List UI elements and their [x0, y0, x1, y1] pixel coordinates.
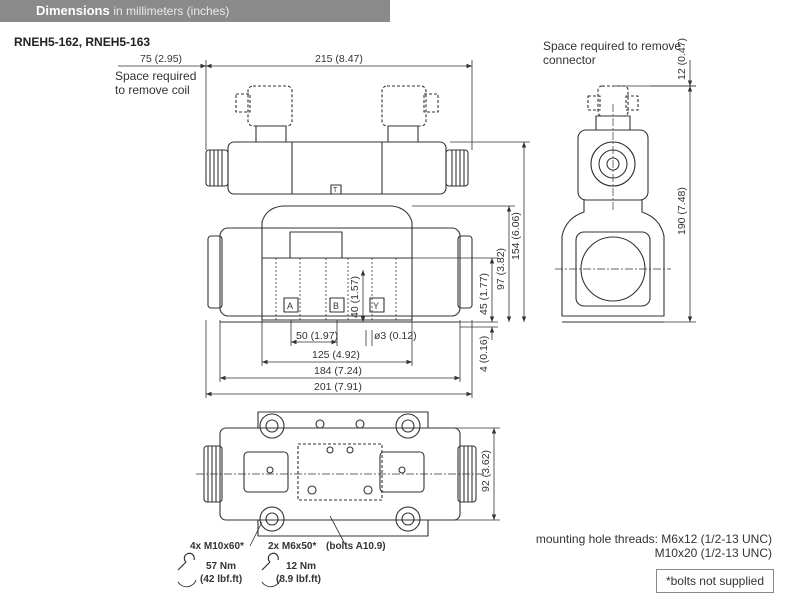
- torque1-lbf: (42 lbf.ft): [200, 574, 242, 585]
- dim-184: 184 (7.24): [314, 365, 362, 377]
- side-view: [555, 85, 671, 323]
- dim-92: 92 (3.62): [480, 450, 492, 492]
- model-title: RNEH5-162, RNEH5-163: [14, 35, 151, 49]
- torque2-nm: 12 Nm: [286, 561, 316, 572]
- torque-wrench-icon: [261, 552, 281, 588]
- dimension-lines: [118, 60, 696, 547]
- dim-190: 190 (7.48): [676, 187, 688, 235]
- dim-12: 12 (0.47): [676, 38, 688, 80]
- front-view: [205, 85, 473, 323]
- connector-note-line-2: connector: [543, 53, 596, 67]
- port-a-box: [283, 297, 299, 313]
- port-a-label: A: [287, 301, 293, 311]
- dim-215: 215 (8.47): [315, 53, 363, 65]
- port-b-box: [329, 297, 345, 313]
- right-coil-nut: [445, 149, 469, 187]
- header-title: Dimensions in millimeters (inches): [36, 3, 230, 18]
- bottom-view: [196, 411, 486, 537]
- dim-40: 40 (1.57): [349, 276, 361, 318]
- torque1-nm: 57 Nm: [206, 561, 236, 572]
- dim-3: ø3 (0.12): [374, 330, 417, 342]
- header-bar: Dimensions in millimeters (inches): [0, 0, 390, 22]
- dim-125: 125 (4.92): [312, 349, 360, 361]
- port-t-label: T: [333, 187, 338, 194]
- pilot-body: [261, 205, 413, 258]
- bolts-not-supplied-note: *bolts not supplied: [656, 569, 774, 593]
- port-y-box: [369, 297, 385, 313]
- coil-note-line-2: to remove coil: [115, 83, 190, 97]
- threads-note-line-1: mounting hole threads: M6x12 (1/2-13 UNC…: [536, 532, 772, 546]
- dim-97: 97 (3.82): [495, 248, 507, 290]
- coil-note-line-1: Space required: [115, 69, 196, 83]
- main-body: [219, 227, 461, 317]
- torque-wrench-icon: [177, 552, 197, 588]
- dim-201: 201 (7.91): [314, 381, 362, 393]
- side-body: [561, 200, 665, 317]
- bolt-m10-label: 4x M10x60*: [190, 541, 244, 552]
- bolt-m6-label: 2x M6x50*: [268, 541, 316, 552]
- coil-connector-outlines: [235, 85, 439, 127]
- bolt-grade-label: (bolts A10.9): [326, 541, 386, 552]
- left-coil-nut: [205, 149, 229, 187]
- connector-note-line-1: Space required to remove: [543, 39, 681, 53]
- dim-75: 75 (2.95): [140, 53, 182, 65]
- dim-154: 154 (6.06): [510, 212, 522, 260]
- dim-50: 50 (1.97): [296, 330, 338, 342]
- torque2-lbf: (8.9 lbf.ft): [276, 574, 321, 585]
- port-y-label: Y: [373, 301, 379, 311]
- threads-note-line-2: M10x20 (1/2-13 UNC): [655, 546, 772, 560]
- dim-4: 4 (0.16): [478, 336, 490, 372]
- dim-45: 45 (1.77): [478, 273, 490, 315]
- port-b-label: B: [333, 301, 339, 311]
